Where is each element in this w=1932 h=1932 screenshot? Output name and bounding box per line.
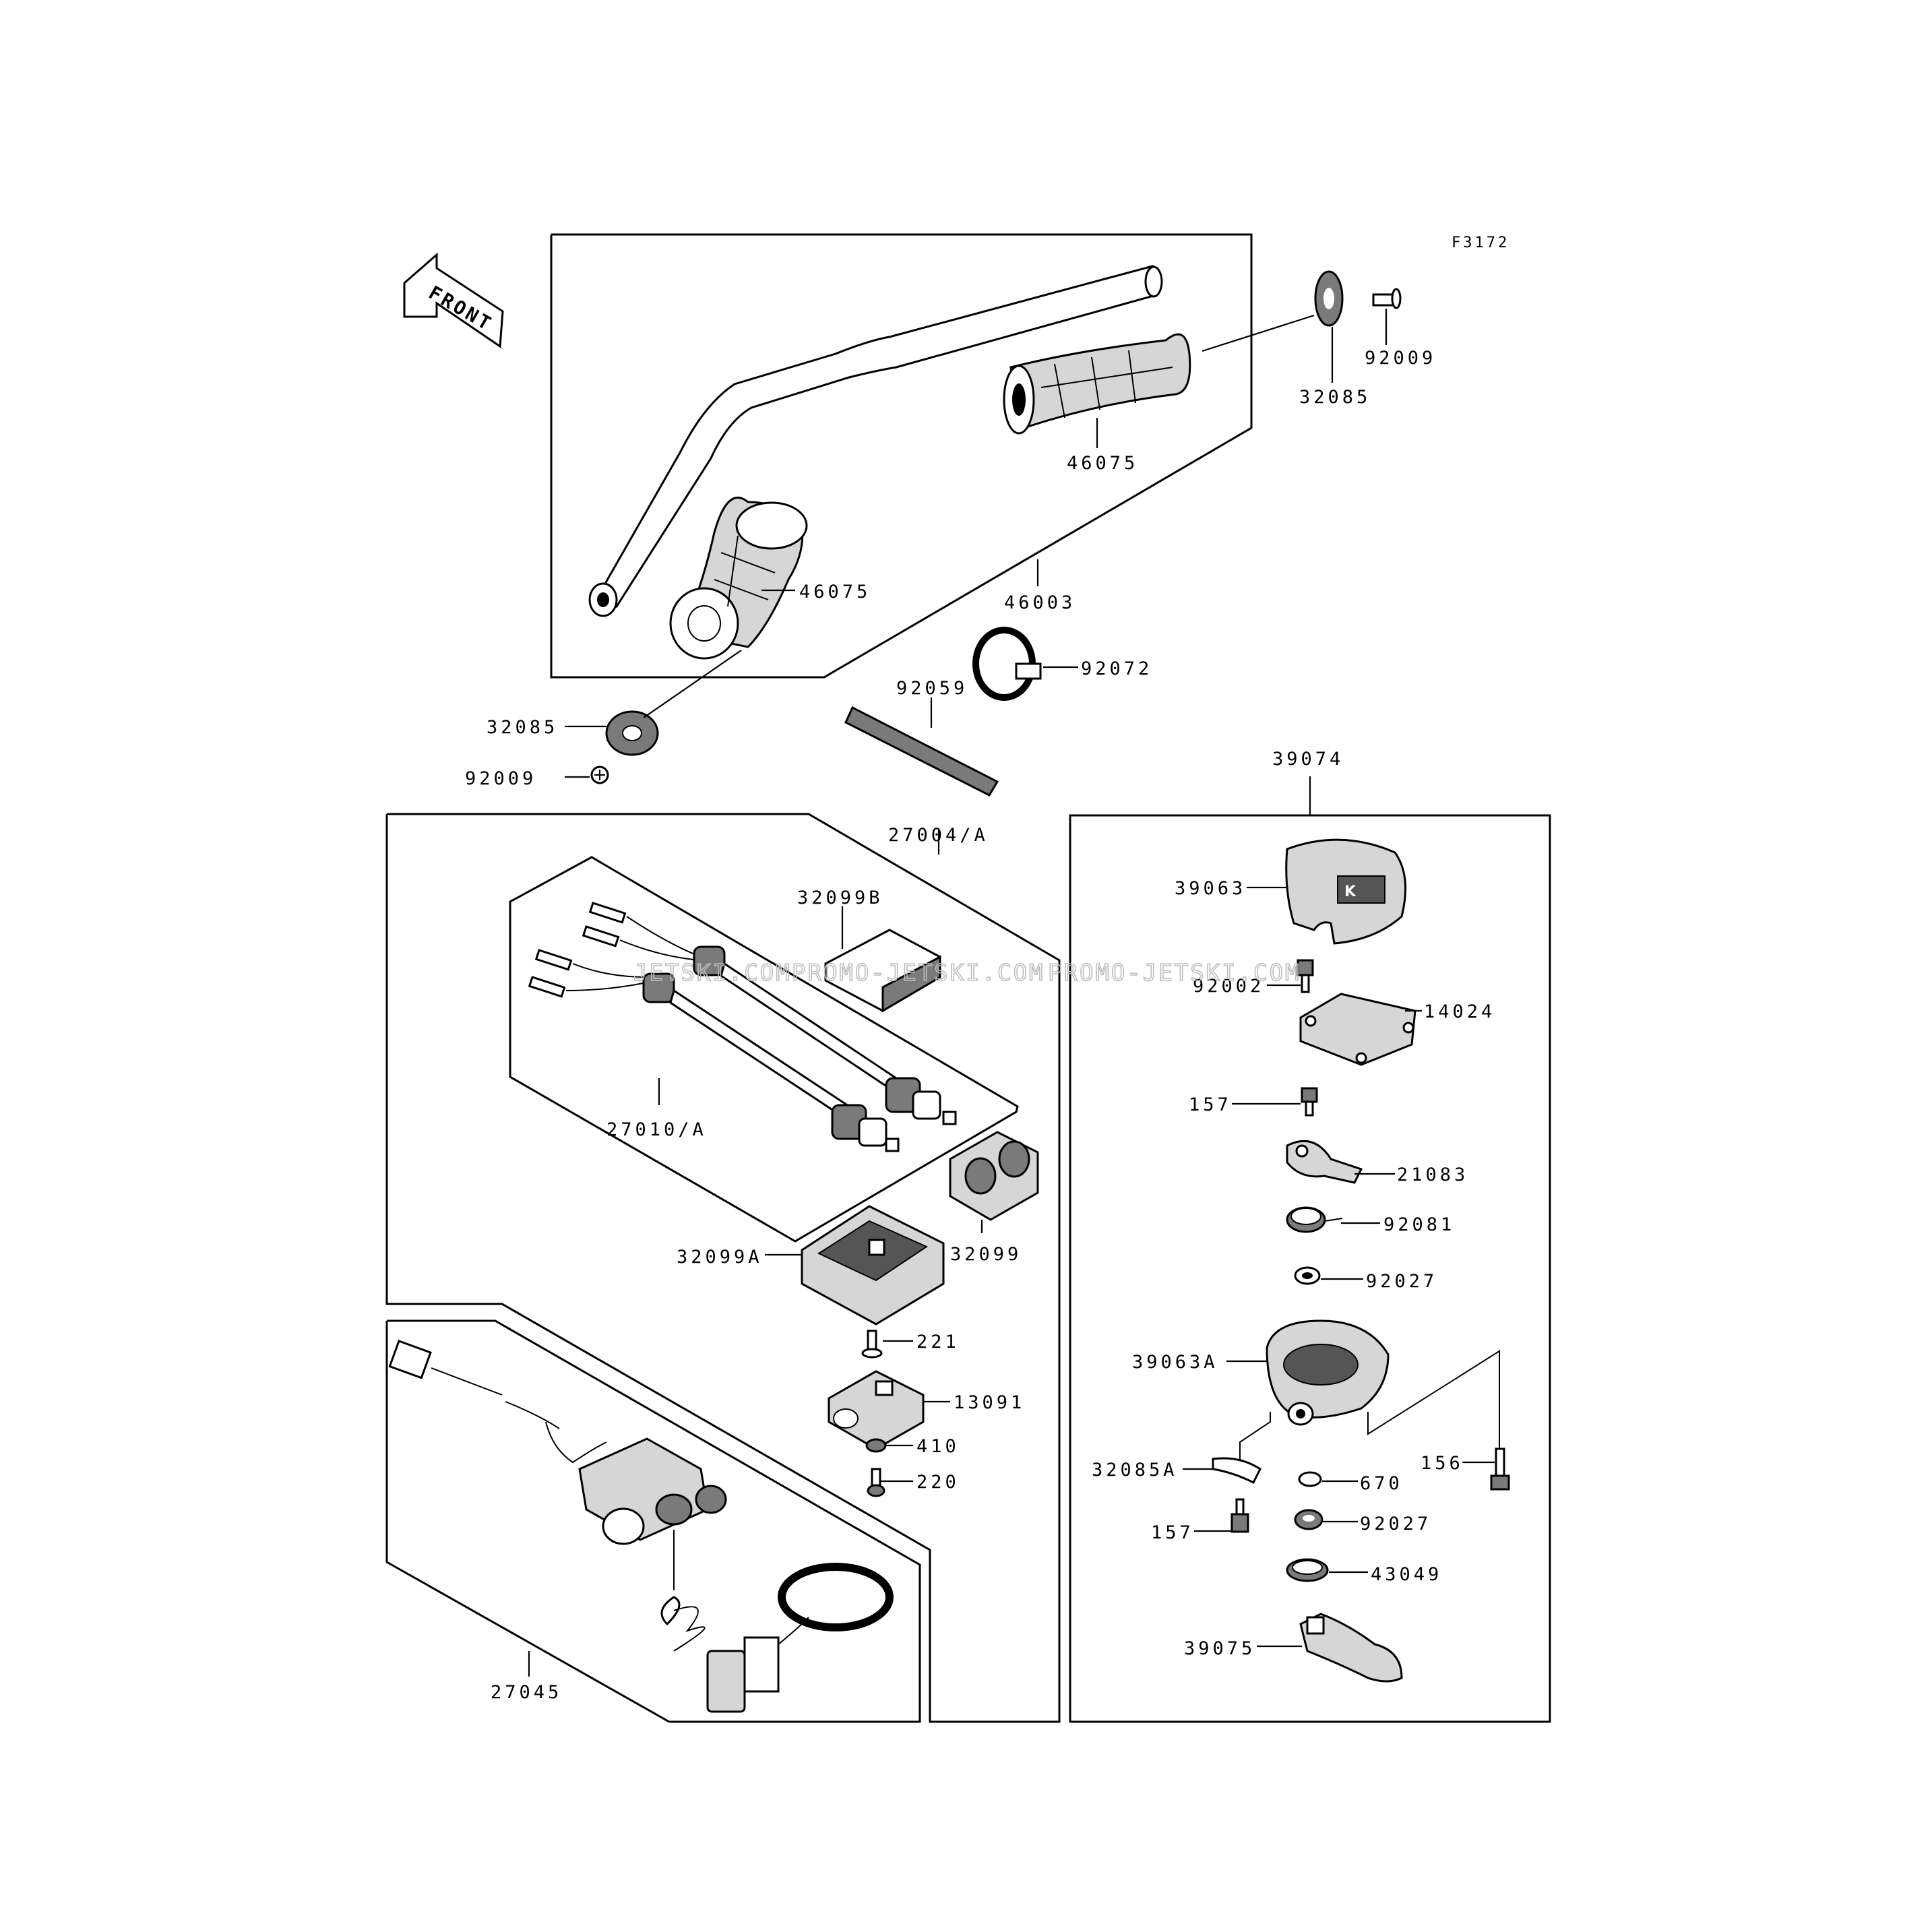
o-ring-icon xyxy=(1298,1471,1322,1487)
front-arrow-icon: FRONT xyxy=(403,252,505,350)
left-grip-drawing xyxy=(669,497,808,660)
callout-92072: 92072 xyxy=(1081,658,1152,679)
nut-410-icon xyxy=(865,1438,887,1453)
watermark-text-2: PROMO-JETSKI.COM xyxy=(792,960,1045,987)
callout-46003: 46003 xyxy=(1004,592,1076,613)
callout-39063A: 39063A xyxy=(1132,1352,1218,1373)
callout-157-bottom: 157 xyxy=(1151,1522,1194,1543)
handlebar-drawing xyxy=(588,265,1163,617)
switch-clamp-icon xyxy=(828,1370,925,1450)
callout-32099B: 32099B xyxy=(797,887,883,908)
handlebar-group-frame xyxy=(550,233,1253,679)
throttle-case-icon xyxy=(1266,1319,1390,1426)
screw-top-right-icon xyxy=(1372,288,1402,309)
bar-end-cap-left-icon xyxy=(605,710,659,756)
thumb-lever-icon xyxy=(1299,1613,1403,1683)
callout-32099A: 32099A xyxy=(677,1247,763,1268)
svg-text:K: K xyxy=(1344,883,1357,900)
callout-27045: 27045 xyxy=(491,1682,562,1703)
callout-92059: 92059 xyxy=(896,678,968,699)
callout-156: 156 xyxy=(1421,1453,1464,1474)
callout-32085A: 32085A xyxy=(1092,1460,1178,1481)
bar-end-cap-right-icon xyxy=(1314,270,1344,327)
callout-32085-top: 32085 xyxy=(1299,387,1371,408)
washer-92027-bottom-icon xyxy=(1294,1509,1323,1530)
screw-92002-icon xyxy=(1297,959,1314,993)
callout-92027-bottom: 92027 xyxy=(1360,1514,1431,1534)
callout-43049: 43049 xyxy=(1371,1564,1442,1585)
stopper-icon xyxy=(1212,1457,1261,1485)
callout-27004A: 27004/A xyxy=(888,825,989,846)
bolt-156-icon xyxy=(1490,1447,1510,1491)
switch-housing-icon xyxy=(801,1205,945,1326)
screw-left-icon xyxy=(590,766,609,784)
callout-39074: 39074 xyxy=(1272,749,1344,770)
cable-assembly-drawing xyxy=(528,902,957,1152)
right-grip-drawing xyxy=(1003,333,1191,435)
washer-92027-top-icon xyxy=(1294,1266,1321,1285)
screw-157-top-icon xyxy=(1301,1087,1318,1117)
callout-46075-left: 46075 xyxy=(799,582,871,602)
callout-92081: 92081 xyxy=(1383,1214,1455,1235)
callout-670: 670 xyxy=(1360,1473,1403,1494)
callout-46075-right: 46075 xyxy=(1067,453,1138,474)
callout-27010A: 27010/A xyxy=(606,1119,707,1140)
diagram-code: F3172 xyxy=(1452,235,1509,251)
screw-157-bottom-icon xyxy=(1230,1498,1249,1533)
cable-assembly-frame xyxy=(509,856,1019,1243)
callout-32099: 32099 xyxy=(950,1244,1022,1265)
throttle-lever-icon xyxy=(1286,1140,1363,1184)
callout-39063: 39063 xyxy=(1175,878,1246,899)
return-spring-icon xyxy=(1286,1206,1343,1233)
callout-14024: 14024 xyxy=(1424,1001,1495,1022)
screw-221-icon xyxy=(861,1330,883,1359)
callout-92009-left: 92009 xyxy=(465,768,536,789)
throttle-cover-icon: K xyxy=(1285,838,1407,945)
callout-13091: 13091 xyxy=(954,1392,1025,1413)
stop-switch-drawing xyxy=(388,1340,894,1713)
switch-group-frame xyxy=(385,813,1061,1723)
callout-157-top: 157 xyxy=(1189,1094,1232,1115)
watermark-text-3: PROMO-JETSKI.COM xyxy=(1048,960,1301,987)
bolt-220-icon xyxy=(867,1468,885,1497)
cable-clamp-icon xyxy=(972,627,1042,701)
callout-410: 410 xyxy=(916,1436,960,1457)
throttle-rod-icon xyxy=(844,706,999,797)
watermark-text-1: JETSKI.COM xyxy=(633,960,792,987)
callout-221: 221 xyxy=(916,1332,960,1352)
stop-switch-group-frame xyxy=(385,1319,921,1723)
callout-92002: 92002 xyxy=(1193,976,1264,997)
switch-boot-icon xyxy=(949,1131,1039,1221)
seal-icon xyxy=(1286,1558,1329,1582)
callout-92027-top: 92027 xyxy=(1366,1271,1437,1292)
callout-92009-top: 92009 xyxy=(1365,348,1436,369)
callout-21083: 21083 xyxy=(1397,1164,1468,1185)
callout-32085-left: 32085 xyxy=(487,717,558,738)
callout-220: 220 xyxy=(916,1472,960,1493)
switch-cover-icon xyxy=(824,929,941,1013)
gasket-icon xyxy=(1299,993,1416,1066)
callout-39075: 39075 xyxy=(1184,1638,1255,1659)
